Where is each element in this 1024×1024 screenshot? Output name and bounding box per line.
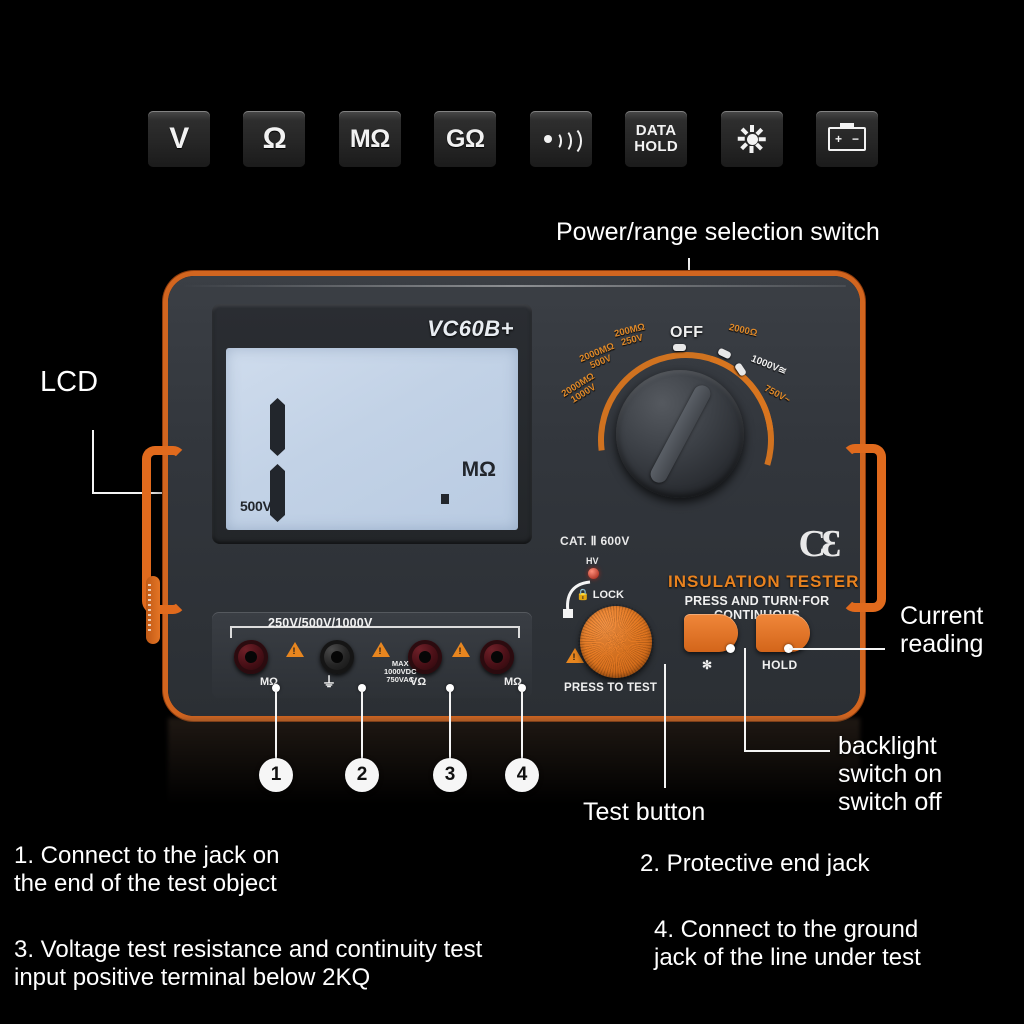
jack-max-warning-label: MAX 1000VDC 750VAC xyxy=(384,659,417,684)
continuity-wave-shape xyxy=(543,126,582,156)
dial-label-1000v: 1000V≊ xyxy=(749,353,788,378)
battery-shape: + − xyxy=(827,123,866,151)
test-button[interactable] xyxy=(578,604,654,680)
jack-nub-2 xyxy=(358,684,366,692)
dial-label-200mohm-250v: 200MΩ 250V xyxy=(613,321,647,349)
brand-label: INSULATION TESTER xyxy=(668,572,860,591)
battery-minus: − xyxy=(851,132,859,146)
callout-power-range: Power/range selection switch xyxy=(556,218,880,246)
number-marker-4: 4 xyxy=(505,758,539,792)
lcd-unit-label: MΩ xyxy=(461,458,496,481)
backlight-button-label: ✻ xyxy=(702,658,713,672)
warning-triangle-1 xyxy=(286,642,304,657)
power-range-selector-knob[interactable] xyxy=(616,370,744,498)
hv-label: HV xyxy=(586,556,599,566)
number-marker-2: 2 xyxy=(345,758,379,792)
callout-test-button: Test button xyxy=(583,798,706,826)
battery-icon: + − xyxy=(815,111,878,167)
leader-lcd-vertical xyxy=(92,430,94,494)
jack-range-label: 250V/500V/1000V xyxy=(268,616,373,630)
jack-nub-1 xyxy=(272,684,280,692)
sun-core xyxy=(746,134,758,145)
sun-shape xyxy=(737,125,766,153)
jack-volt-ohm[interactable] xyxy=(408,640,442,674)
leader-test-button xyxy=(664,664,666,788)
continuity-dot xyxy=(543,135,552,143)
ohm-icon-glyph: Ω xyxy=(262,122,287,155)
continuity-arc-3 xyxy=(558,126,582,156)
side-grip-right xyxy=(842,444,886,612)
jack-leader-2 xyxy=(361,690,363,760)
callout-backlight-switch: backlight switch on switch off xyxy=(838,732,943,816)
ohm-icon: Ω xyxy=(243,111,306,167)
gigaohm-icon: GΩ xyxy=(434,111,497,167)
dial-tick-off xyxy=(673,344,686,351)
number-marker-3: 3 xyxy=(433,758,467,792)
jack-ground[interactable] xyxy=(320,640,354,674)
feature-icon-strip: V Ω MΩ GΩ DATA HOLD xyxy=(148,108,878,170)
lock-rotate-arrow-icon xyxy=(563,580,591,618)
jack-leader-4 xyxy=(521,690,523,760)
lcd-bezel: VC60B+ MΩ 500V xyxy=(212,304,532,544)
hv-indicator-led xyxy=(588,568,599,579)
caption-3: 3. Voltage test resistance and continuit… xyxy=(14,936,483,992)
gigaohm-icon-glyph: GΩ xyxy=(446,124,485,153)
jack-nub-4 xyxy=(518,684,526,692)
callout-lcd: LCD xyxy=(40,366,99,398)
lcd-voltage-annunciator: 500V xyxy=(240,498,272,514)
jack-label-megaohm-right: MΩ xyxy=(504,676,522,688)
number-marker-1: 1 xyxy=(259,758,293,792)
hold-button-label: HOLD xyxy=(762,658,798,672)
model-label: VC60B+ xyxy=(427,316,514,341)
data-hold-icon: DATA HOLD xyxy=(625,111,688,167)
lcd-reading-digit xyxy=(270,398,286,526)
leader-current-reading xyxy=(789,648,885,650)
callout-current-reading: Current reading xyxy=(900,602,984,658)
lock-label: 🔒 LOCK xyxy=(576,588,624,601)
warning-triangle-3 xyxy=(452,642,470,657)
jack-panel: 250V/500V/1000V MΩ ⏚ VΩ MΩ MAX 1000VDC 7… xyxy=(212,612,532,698)
jack-range-bracket xyxy=(230,626,520,638)
data-hold-icon-label: DATA HOLD xyxy=(634,122,678,155)
continuity-icon xyxy=(529,111,592,167)
jack-label-ground: ⏚ xyxy=(322,674,336,690)
lcd-screen: MΩ 500V xyxy=(226,348,518,530)
lock-icon: 🔒 xyxy=(576,589,590,601)
volts-icon: V xyxy=(148,111,210,167)
leader-backlight-nub xyxy=(726,644,735,653)
insulation-tester-device: VC60B+ MΩ 500V 2000MΩ 1000V 2000MΩ 500V … xyxy=(142,276,886,716)
ce-mark-icon: CƐ xyxy=(798,523,841,565)
jack-nub-3 xyxy=(446,684,454,692)
caption-1: 1. Connect to the jack on the end of the… xyxy=(14,842,280,898)
jack-label-volt-ohm: VΩ xyxy=(410,676,427,688)
jack-megaohm-left[interactable] xyxy=(234,640,268,674)
wrist-strap xyxy=(146,576,160,644)
leader-current-reading-nub xyxy=(784,644,793,653)
lock-label-text: LOCK xyxy=(592,589,624,601)
range-selector-zone: 2000MΩ 1000V 2000MΩ 500V 200MΩ 250V OFF … xyxy=(558,304,810,564)
warning-triangle-2 xyxy=(372,642,390,657)
megaohm-icon: MΩ xyxy=(338,111,401,167)
jack-megaohm-right[interactable] xyxy=(480,640,514,674)
jack-leader-3 xyxy=(449,690,451,760)
caption-2: 2. Protective end jack xyxy=(640,850,870,877)
volts-icon-glyph: V xyxy=(169,122,189,155)
backlight-icon xyxy=(720,111,783,167)
leader-backlight-h xyxy=(744,750,830,752)
dial-label-2000ohm: 2000Ω xyxy=(727,321,759,340)
hold-button[interactable] xyxy=(756,614,810,652)
megaohm-icon-glyph: MΩ xyxy=(349,124,390,153)
press-to-test-label: PRESS TO TEST xyxy=(564,682,658,694)
side-grip-left xyxy=(142,446,186,614)
battery-plus: + xyxy=(834,132,842,146)
caption-4: 4. Connect to the ground jack of the lin… xyxy=(654,916,921,972)
lcd-decimal-point xyxy=(441,494,449,504)
leader-backlight-v xyxy=(744,648,746,752)
warning-triangle-test xyxy=(566,648,584,663)
jack-leader-1 xyxy=(275,690,277,760)
dial-label-off: OFF xyxy=(670,324,704,341)
cat-rating-label: CAT. Ⅱ 600V xyxy=(560,534,630,548)
